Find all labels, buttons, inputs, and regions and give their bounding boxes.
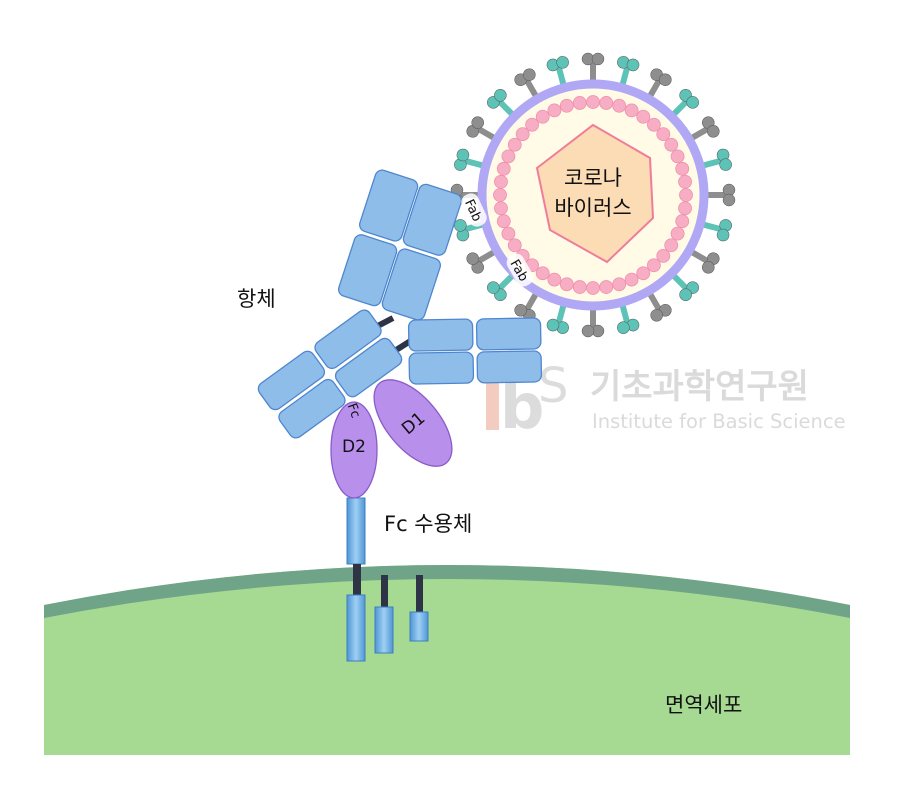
antibody-label: 항체 (237, 287, 276, 311)
capsid-bead (675, 161, 690, 176)
fab-arm-upper (337, 169, 463, 321)
immune-cell-label: 면역세포 (665, 693, 742, 717)
capsid-bead (535, 266, 550, 281)
capsid-bead (656, 127, 671, 141)
capsid-bead (559, 98, 574, 113)
logo-korean: 기초과학연구원 (590, 367, 809, 407)
spike-gray (693, 183, 736, 207)
capsid-bead (547, 103, 562, 118)
capsid-bead (572, 280, 587, 294)
capsid-bead (507, 238, 522, 253)
capsid-bead (501, 226, 516, 241)
svg-text:S: S (538, 358, 568, 414)
capsid-bead (664, 137, 679, 152)
capsid-bead (572, 96, 587, 110)
capsid-bead (515, 127, 530, 141)
capsid-bead (599, 96, 614, 110)
capsid-bead (525, 117, 539, 132)
capsid-bead (636, 109, 651, 124)
capsid-bead (675, 214, 690, 229)
capsid-bead (670, 149, 685, 164)
capsid-beads (493, 95, 693, 295)
fc-domain-d2: Fc D2 (330, 401, 378, 499)
coronavirus: 코로나 바이러스 (450, 52, 736, 338)
capsid-bead (612, 98, 627, 113)
spike-teal (615, 56, 640, 100)
fc-region (257, 309, 403, 439)
capsid-bead (493, 188, 507, 202)
virus-label-line2: 바이러스 (554, 196, 631, 220)
capsid-bead (647, 117, 661, 132)
capsid-bead (636, 266, 651, 281)
capsid-bead (586, 281, 600, 295)
ibs-logo: b S 기초과학연구원 Institute for Basic Science (485, 355, 846, 443)
fc-receptor-label: Fc 수용체 (384, 512, 472, 536)
antibody (257, 169, 543, 439)
d2-label: D2 (342, 437, 366, 457)
spike-teal (546, 56, 571, 100)
capsid-bead (624, 272, 639, 287)
virus-core-hexagon (535, 123, 655, 264)
capsid-bead (496, 161, 511, 176)
capsid-bead (559, 277, 574, 292)
capsid-bead (507, 137, 522, 152)
capsid-bead (624, 103, 639, 118)
capsid-bead (535, 109, 550, 124)
fc-receptor (346, 497, 429, 662)
virus-label-line1: 코로나 (564, 166, 622, 190)
capsid-bead (678, 174, 692, 189)
capsid-bead (664, 238, 679, 253)
capsid-bead (679, 188, 693, 202)
fc-domain-d1: D1 (373, 379, 453, 467)
capsid-bead (494, 174, 508, 189)
fc-label: Fc (344, 401, 363, 420)
capsid-bead (670, 226, 685, 241)
capsid-bead (678, 201, 692, 216)
capsid-bead (494, 201, 508, 216)
capsid-bead (496, 214, 511, 229)
logo-english: Institute for Basic Science (592, 410, 846, 433)
capsid-bead (547, 272, 562, 287)
immune-cell (44, 565, 850, 755)
capsid-bead (501, 149, 516, 164)
fab-arm-right (407, 317, 543, 385)
capsid-bead (586, 95, 600, 109)
capsid-bead (599, 280, 614, 294)
capsid-bead (647, 258, 661, 273)
capsid-bead (612, 277, 627, 292)
capsid-bead (656, 249, 671, 263)
